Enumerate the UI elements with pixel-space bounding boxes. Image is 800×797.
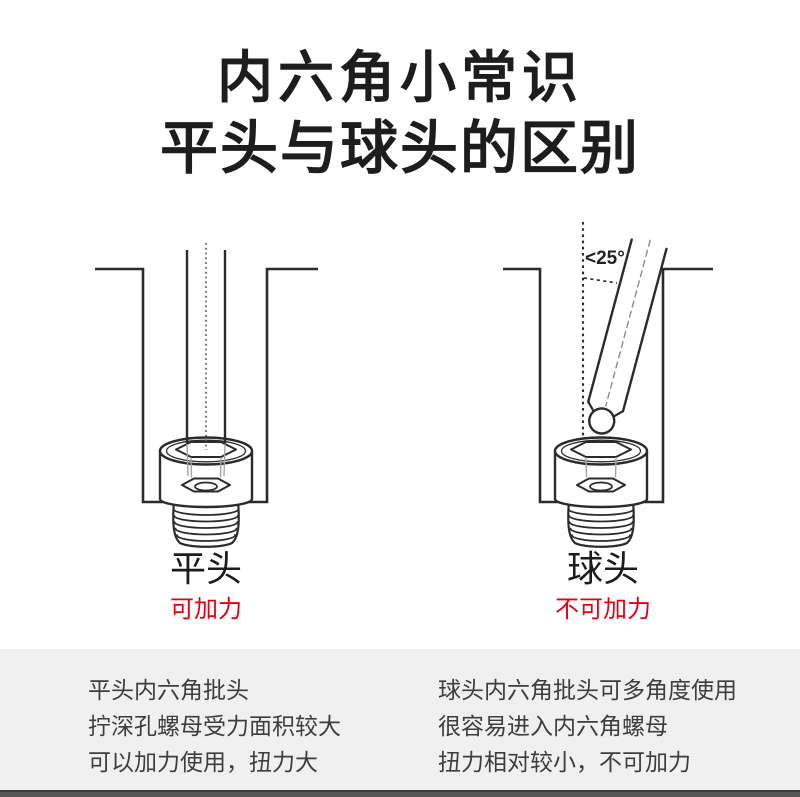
flat-head-label: 平头: [169, 548, 242, 589]
angle-label: <25°: [585, 248, 625, 269]
ball-head-diagram: <25°: [503, 222, 713, 548]
ball-desc-line-3: 扭力相对较小，不可加力: [438, 749, 691, 775]
flat-head-description: 平头内六角批头 拧深孔螺母受力面积较大 可以加力使用，扭力大: [88, 672, 341, 780]
ball-head-description: 球头内六角批头可多角度使用 很容易进入内六角螺母 扭力相对较小，不可加力: [438, 672, 737, 780]
flat-head-note: 可加力: [170, 596, 242, 623]
ball-end-tip: [588, 407, 616, 435]
flat-socket-screw: [158, 436, 254, 548]
flat-desc-line-2: 拧深孔螺母受力面积较大: [88, 713, 341, 739]
flat-desc-line-1: 平头内六角批头: [88, 677, 249, 703]
ball-head-note: 不可加力: [555, 596, 651, 623]
description-panel: 平头内六角批头 拧深孔螺母受力面积较大 可以加力使用，扭力大 球头内六角批头可多…: [0, 649, 800, 797]
flat-head-diagram: [95, 243, 318, 548]
bottom-divider-bar: [0, 790, 800, 797]
flat-desc-line-3: 可以加力使用，扭力大: [88, 749, 318, 775]
title-line-2: 平头与球头的区别: [159, 116, 640, 181]
ball-desc-line-2: 很容易进入内六角螺母: [438, 713, 668, 739]
ball-desc-line-1: 球头内六角批头可多角度使用: [438, 677, 737, 703]
ball-hex-key: [587, 238, 668, 435]
angle-leader-line: [583, 277, 618, 284]
hex-key-diagrams: <25°: [95, 222, 713, 548]
ball-head-label: 球头: [566, 548, 639, 589]
flat-hex-key: [185, 243, 227, 450]
title-line-1: 内六角小常识: [217, 46, 583, 109]
ball-socket-screw: [553, 436, 649, 548]
page-title: 内六角小常识 平头与球头的区别: [0, 46, 800, 182]
